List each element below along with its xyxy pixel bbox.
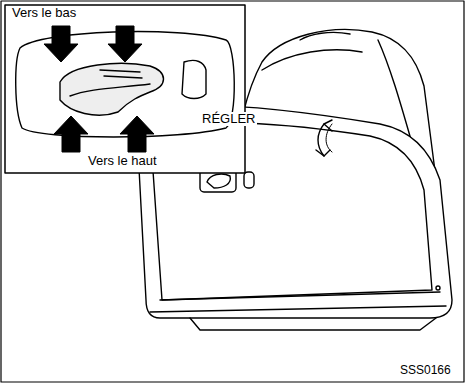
figure-code: SSS0166: [398, 364, 453, 377]
direction-label: Vers le haut: [86, 154, 159, 168]
direction-label: Vers le bas: [10, 6, 78, 20]
control-label: RÉGLER: [200, 112, 257, 126]
